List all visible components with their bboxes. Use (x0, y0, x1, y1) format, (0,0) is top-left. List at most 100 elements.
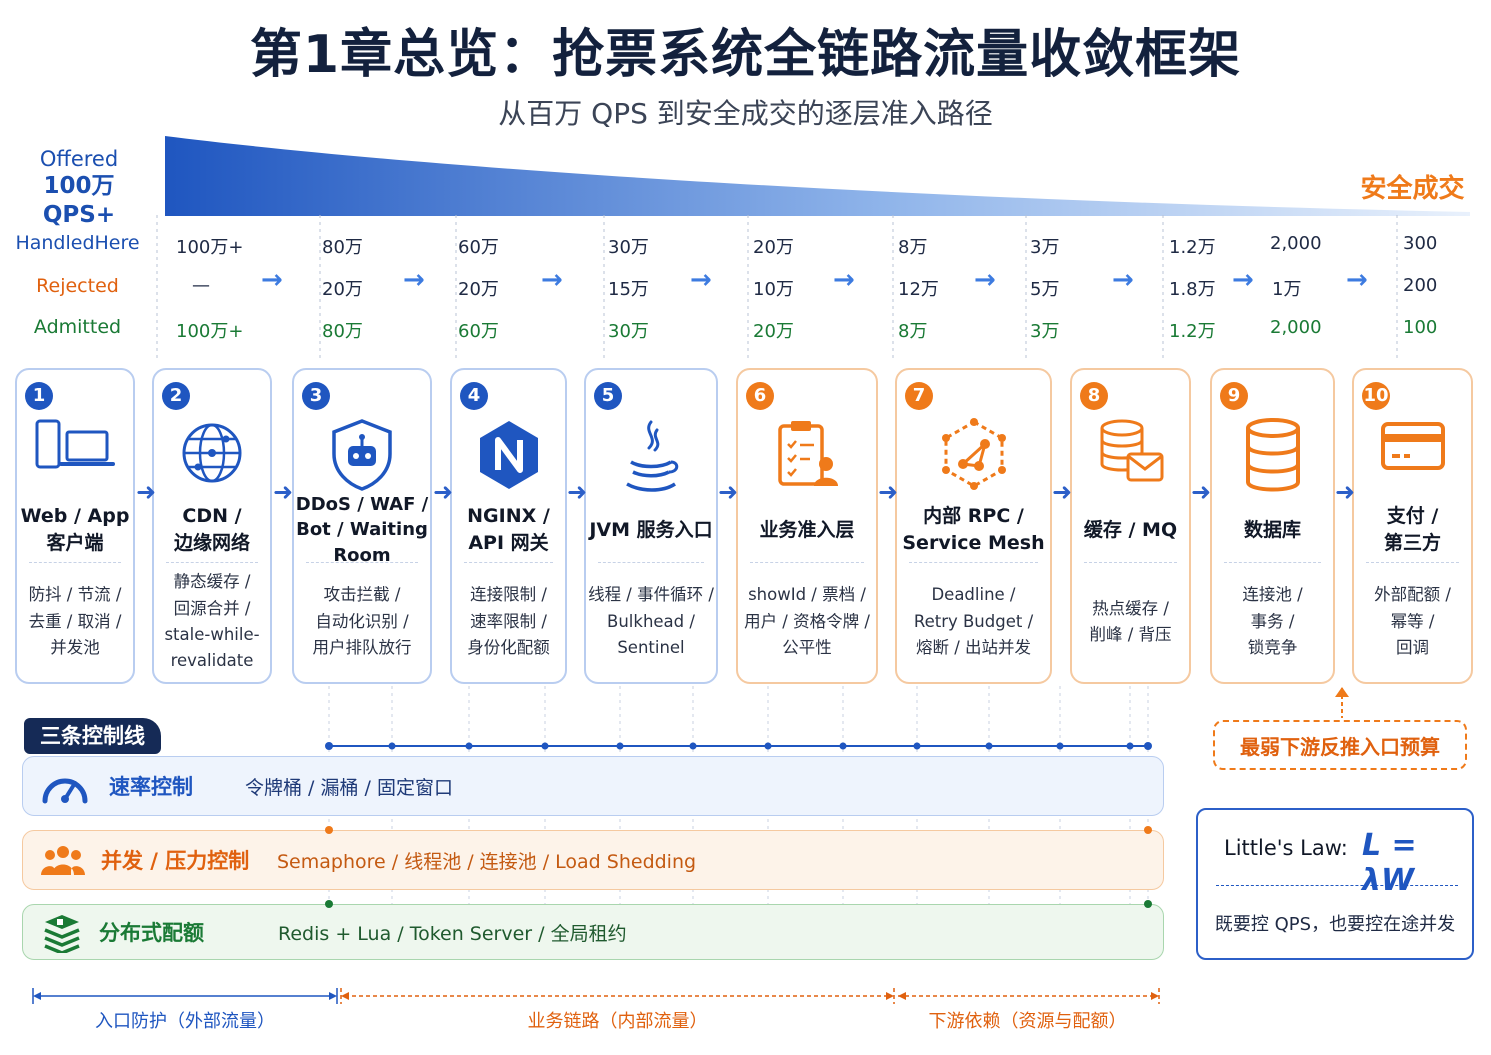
stage-desc: 连接池 / 事务 / 锁竞争 (1242, 585, 1303, 658)
rejected-value: 5万 (1030, 279, 1060, 300)
control-band-rate: 速率控制 令牌桶 / 漏桶 / 固定窗口 (22, 756, 1164, 816)
flow-arrow-icon: → (690, 265, 712, 295)
stage-name: CDN / 边缘网络 (173, 505, 250, 554)
speedometer-icon (42, 778, 88, 804)
credit-card-icon (1354, 418, 1471, 498)
stage-card-jvm[interactable]: 5 JVM 服务入口 线程 / 事件循环 / Bulkhead / Sentin… (584, 368, 718, 684)
page-title: 第1章总览：抢票系统全链路流量收敛框架 (249, 25, 1242, 85)
divider (1084, 562, 1177, 563)
flow-arrow-icon: → (833, 265, 855, 295)
admitted-value: 3万 (1030, 321, 1060, 342)
divider (598, 562, 704, 563)
chevron-right-icon: ➜ (136, 478, 157, 506)
handled-value: 100万+ (176, 237, 244, 258)
stage-number: 6 (746, 382, 774, 410)
stage-desc: showId / 票档 / 用户 / 资格令牌 / 公平性 (744, 585, 870, 658)
row-label-admitted: Admitted (33, 316, 122, 338)
chevron-right-icon: ➜ (1335, 478, 1356, 506)
rejected-value: 10万 (753, 279, 794, 300)
rejected-value: 200 (1403, 275, 1438, 296)
control-band-concurrency: 并发 / 压力控制 Semaphore / 线程池 / 连接池 / Load S… (22, 830, 1164, 890)
rejected-value: 12万 (898, 279, 939, 300)
divider (1224, 562, 1321, 563)
flow-arrow-icon: → (403, 265, 425, 295)
stage-card-gateway[interactable]: 4 NGINX / API 网关 连接限制 / 速率限制 / 身份化配额 (450, 368, 567, 684)
chevron-right-icon: ➜ (1052, 478, 1073, 506)
stage-number: 9 (1220, 382, 1248, 410)
handled-value: 8万 (898, 237, 928, 258)
chevron-right-icon: ➜ (433, 478, 454, 506)
control-text: Semaphore / 线程池 / 连接池 / Load Shedding (277, 850, 697, 873)
safe-deal-label: 安全成交 (1360, 174, 1465, 204)
column-guides (156, 215, 1398, 360)
divider (306, 562, 418, 563)
handled-value: 60万 (458, 237, 499, 258)
stage-desc: 线程 / 事件循环 / Bulkhead / Sentinel (588, 585, 714, 658)
stage-card-cache-mq[interactable]: 8 缓存 / MQ 热点缓存 / 削峰 / 背压 (1070, 368, 1191, 684)
stage-card-database[interactable]: 9 数据库 连接池 / 事务 / 锁竞争 (1210, 368, 1335, 684)
flow-arrow-icon: → (1346, 265, 1368, 295)
rejected-value: 1.8万 (1169, 279, 1216, 300)
offered-load: Offered 100万 QPS+ (14, 146, 144, 230)
handled-value: 2,000 (1270, 233, 1322, 254)
control-text: Redis + Lua / Token Server / 全局租约 (278, 922, 627, 945)
divider (909, 562, 1038, 563)
shield-bot-icon (294, 418, 430, 498)
handled-value: 1.2万 (1169, 237, 1216, 258)
stage-card-business[interactable]: 6 业务准入层 showId / 票档 / 用户 / 资格令牌 / 公平性 (736, 368, 878, 684)
stage-card-payment[interactable]: 10 支付 / 第三方 外部配额 / 幂等 / 回调 (1352, 368, 1473, 684)
rejected-value: — (192, 275, 210, 296)
stage-name: 数据库 (1243, 518, 1301, 541)
rejected-value: 20万 (322, 279, 363, 300)
globe-network-icon (154, 418, 270, 498)
handled-value: 20万 (753, 237, 794, 258)
traffic-funnel (165, 136, 1470, 216)
admitted-value: 100万+ (176, 321, 244, 342)
stage-number: 4 (460, 382, 488, 410)
stage-name: 业务准入层 (759, 518, 855, 541)
nginx-icon (452, 418, 565, 498)
admitted-value: 1.2万 (1169, 321, 1216, 342)
admitted-value: 80万 (322, 321, 363, 342)
admitted-value: 2,000 (1270, 317, 1322, 338)
stage-number: 5 (594, 382, 622, 410)
admitted-value: 30万 (608, 321, 649, 342)
flow-arrow-icon: → (1232, 265, 1254, 295)
stage-number: 8 (1080, 382, 1108, 410)
divider (1216, 885, 1458, 886)
stage-name: NGINX / API 网关 (467, 505, 550, 554)
stage-number: 1 (25, 382, 53, 410)
stage-card-cdn[interactable]: 2 CDN / 边缘网络 静态缓存 / 回源合并 / stale-while- … (152, 368, 272, 684)
stage-desc: 静态缓存 / 回源合并 / stale-while- revalidate (164, 572, 260, 671)
stage-card-waf[interactable]: 3 DDoS / WAF / Bot / Waiting Room 攻击拦截 /… (292, 368, 432, 684)
handled-value: 80万 (322, 237, 363, 258)
stage-number: 10 (1362, 382, 1390, 410)
devices-icon (17, 418, 133, 498)
divider (1366, 562, 1459, 563)
littles-law-note: 既要控 QPS，也要控在途并发 (1214, 914, 1456, 935)
admitted-value: 60万 (458, 321, 499, 342)
flow-arrow-icon: → (541, 265, 563, 295)
chevron-right-icon: ➜ (878, 478, 899, 506)
handled-value: 3万 (1030, 237, 1060, 258)
divider (750, 562, 864, 563)
stage-name: Web / App 客户端 (20, 505, 130, 554)
stage-card-rpc[interactable]: 7 内部 RPC / Service Mesh Deadline / Retry… (895, 368, 1052, 684)
row-label-rejected: Rejected (36, 275, 119, 297)
flow-arrow-icon: → (974, 265, 996, 295)
offered-label: Offered (39, 147, 119, 171)
stage-desc: 热点缓存 / 削峰 / 背压 (1089, 598, 1172, 644)
admitted-value: 100 (1403, 317, 1438, 338)
weakest-downstream-note: 最弱下游反推入口预算 (1213, 720, 1467, 770)
control-label: 并发 / 压力控制 (101, 849, 250, 873)
stage-card-client[interactable]: 1 Web / App 客户端 防抖 / 节流 / 去重 / 取消 / 并发池 (15, 368, 135, 684)
flow-arrow-icon: → (261, 265, 283, 295)
up-arrow-icon (1335, 687, 1349, 718)
clipboard-user-icon (738, 418, 876, 498)
offered-value: 100万 QPS+ (42, 173, 116, 228)
stage-desc: Deadline / Retry Budget / 熔断 / 出站并发 (913, 585, 1034, 658)
stage-desc: 攻击拦截 / 自动化识别 / 用户排队放行 (312, 585, 412, 658)
admitted-value: 20万 (753, 321, 794, 342)
zone-label-entry: 入口防护（外部流量） (95, 1011, 275, 1032)
stage-desc: 连接限制 / 速率限制 / 身份化配额 (467, 585, 550, 658)
